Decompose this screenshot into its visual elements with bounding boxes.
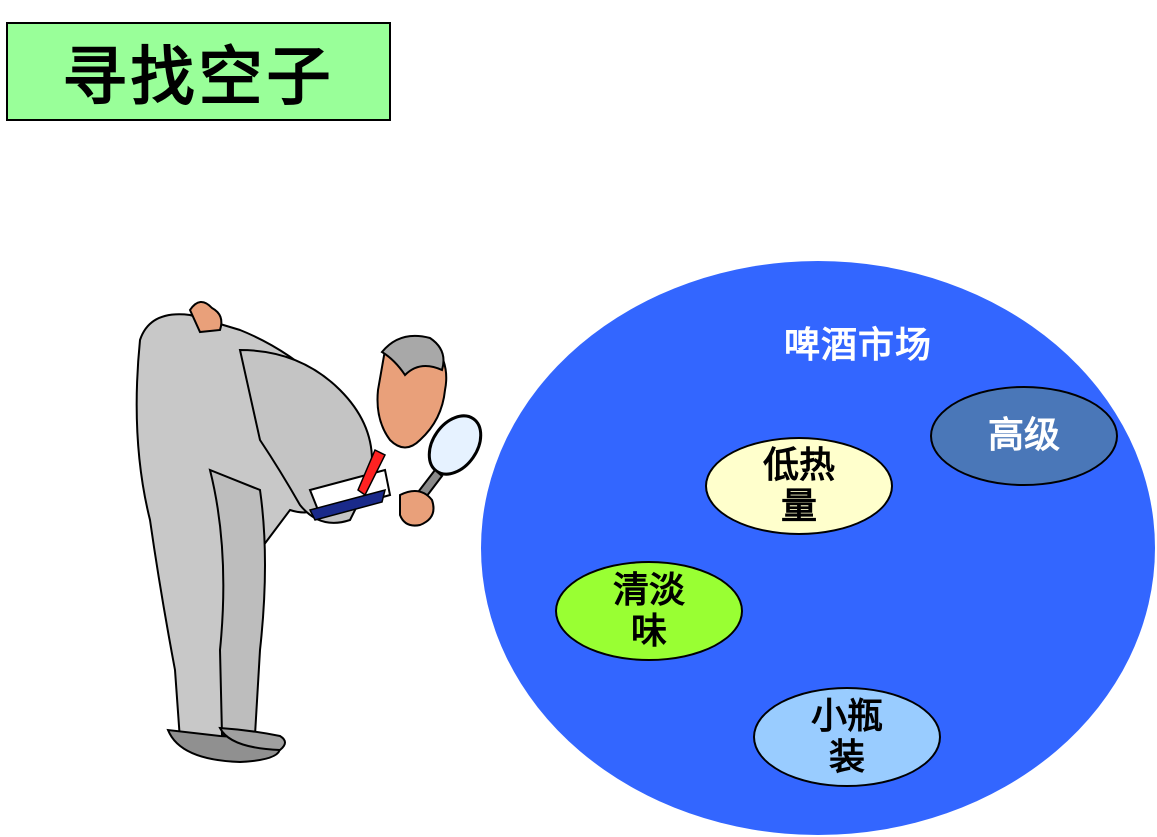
segment-high-end-label: 高级 (987, 415, 1060, 457)
segment-light-taste: 清淡味 (555, 561, 743, 661)
segment-low-calorie: 低热量 (705, 437, 893, 535)
segment-low-calorie-label: 低热量 (762, 444, 835, 527)
segment-small-bottle-label: 小瓶装 (810, 695, 883, 778)
market-label: 啤酒市场 (783, 325, 932, 366)
segment-small-bottle: 小瓶装 (753, 687, 941, 787)
man-with-magnifying-glass-icon (135, 301, 483, 764)
segment-light-taste-label: 清淡味 (612, 569, 685, 652)
page-title: 寻找空子 (62, 40, 335, 115)
segment-high-end: 高级 (930, 386, 1118, 486)
title-box: 寻找空子 (6, 22, 391, 121)
